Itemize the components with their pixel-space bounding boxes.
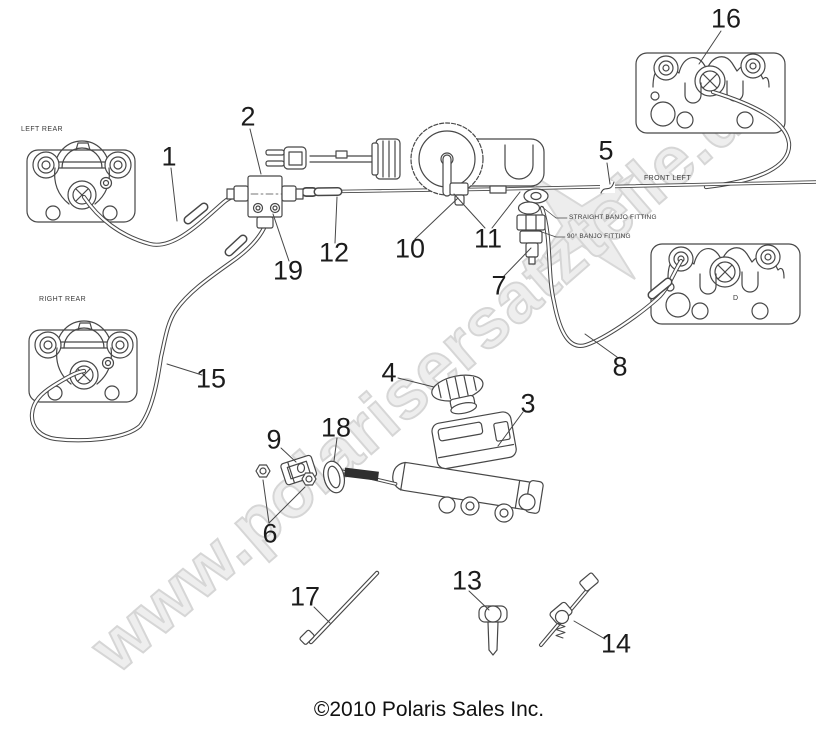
handlebar-master-cylinder	[265, 122, 545, 206]
rear-right-brake-line	[29, 225, 267, 443]
push-clip	[478, 605, 508, 656]
master-cylinder-body	[392, 411, 544, 523]
boot-seal	[322, 460, 346, 494]
banjo-fitting-stack	[516, 188, 549, 265]
leader-lines	[166, 30, 722, 640]
front-left-brake-line	[539, 205, 684, 348]
jam-nuts	[255, 464, 317, 486]
cable-tie-long	[299, 570, 380, 645]
front-left-caliper	[650, 243, 801, 325]
reservoir-cap	[431, 374, 484, 415]
main-brake-pipe	[300, 180, 816, 197]
front-right-brake-line	[703, 89, 792, 190]
tee-junction-block	[226, 175, 304, 229]
left-rear-caliper	[26, 140, 136, 223]
push-rod	[340, 467, 398, 486]
front-right-caliper	[635, 52, 786, 134]
star-icon	[528, 172, 636, 280]
cable-tie-mount	[539, 572, 599, 647]
